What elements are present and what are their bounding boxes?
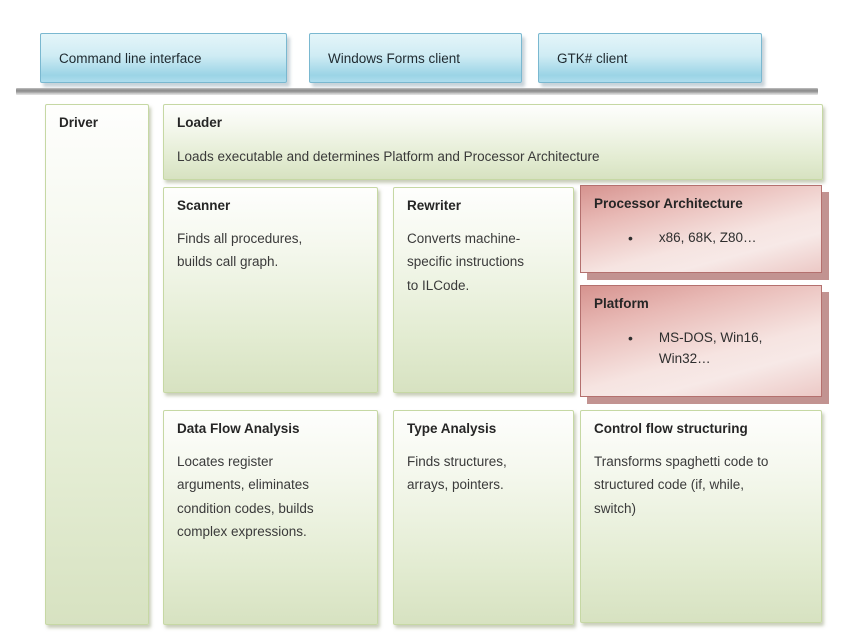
- data-flow-analysis-box: Data Flow Analysis Locates register argu…: [163, 410, 378, 625]
- client-box-label: Command line interface: [59, 50, 202, 66]
- type-analysis-title: Type Analysis: [407, 421, 497, 436]
- list-item-text: MS-DOS, Win16, Win32…: [658, 330, 763, 367]
- client-box-windows-forms: Windows Forms client: [309, 33, 522, 83]
- loader-description: Loads executable and determines Platform…: [177, 149, 600, 165]
- scanner-title: Scanner: [177, 198, 231, 213]
- platform-box: Platform • MS-DOS, Win16, Win32…: [580, 285, 822, 397]
- data-flow-analysis-description: Locates register arguments, eliminates c…: [177, 454, 314, 539]
- bullet-icon: •: [628, 230, 633, 247]
- control-flow-structuring-description: Transforms spaghetti code to structured …: [594, 454, 769, 516]
- processor-architecture-list: • x86, 68K, Z80…: [594, 228, 808, 250]
- list-item: • MS-DOS, Win16, Win32…: [594, 328, 808, 370]
- client-box-gtk-sharp: GTK# client: [538, 33, 762, 83]
- data-flow-analysis-title: Data Flow Analysis: [177, 421, 300, 436]
- list-item-text: x86, 68K, Z80…: [658, 230, 757, 246]
- driver-box: Driver: [45, 104, 149, 625]
- list-item: • x86, 68K, Z80…: [594, 228, 808, 250]
- control-flow-structuring-box: Control flow structuring Transforms spag…: [580, 410, 822, 623]
- type-analysis-box: Type Analysis Finds structures, arrays, …: [393, 410, 574, 625]
- loader-box: Loader Loads executable and determines P…: [163, 104, 823, 180]
- separator-bar: [16, 88, 818, 95]
- driver-title: Driver: [59, 115, 99, 130]
- processor-architecture-title: Processor Architecture: [594, 196, 743, 211]
- client-box-command-line-interface: Command line interface: [40, 33, 287, 83]
- bullet-icon: •: [628, 330, 633, 347]
- rewriter-description: Converts machine- specific instructions …: [407, 231, 525, 293]
- rewriter-title: Rewriter: [407, 198, 462, 213]
- client-box-label: Windows Forms client: [328, 50, 461, 66]
- scanner-description: Finds all procedures, builds call graph.: [177, 231, 303, 270]
- client-box-label: GTK# client: [557, 50, 628, 66]
- loader-title: Loader: [177, 115, 223, 130]
- processor-architecture-box: Processor Architecture • x86, 68K, Z80…: [580, 185, 822, 273]
- rewriter-box: Rewriter Converts machine- specific inst…: [393, 187, 574, 393]
- platform-list: • MS-DOS, Win16, Win32…: [594, 328, 808, 370]
- scanner-box: Scanner Finds all procedures, builds cal…: [163, 187, 378, 393]
- type-analysis-description: Finds structures, arrays, pointers.: [407, 454, 507, 493]
- platform-title: Platform: [594, 296, 649, 311]
- control-flow-structuring-title: Control flow structuring: [594, 421, 748, 436]
